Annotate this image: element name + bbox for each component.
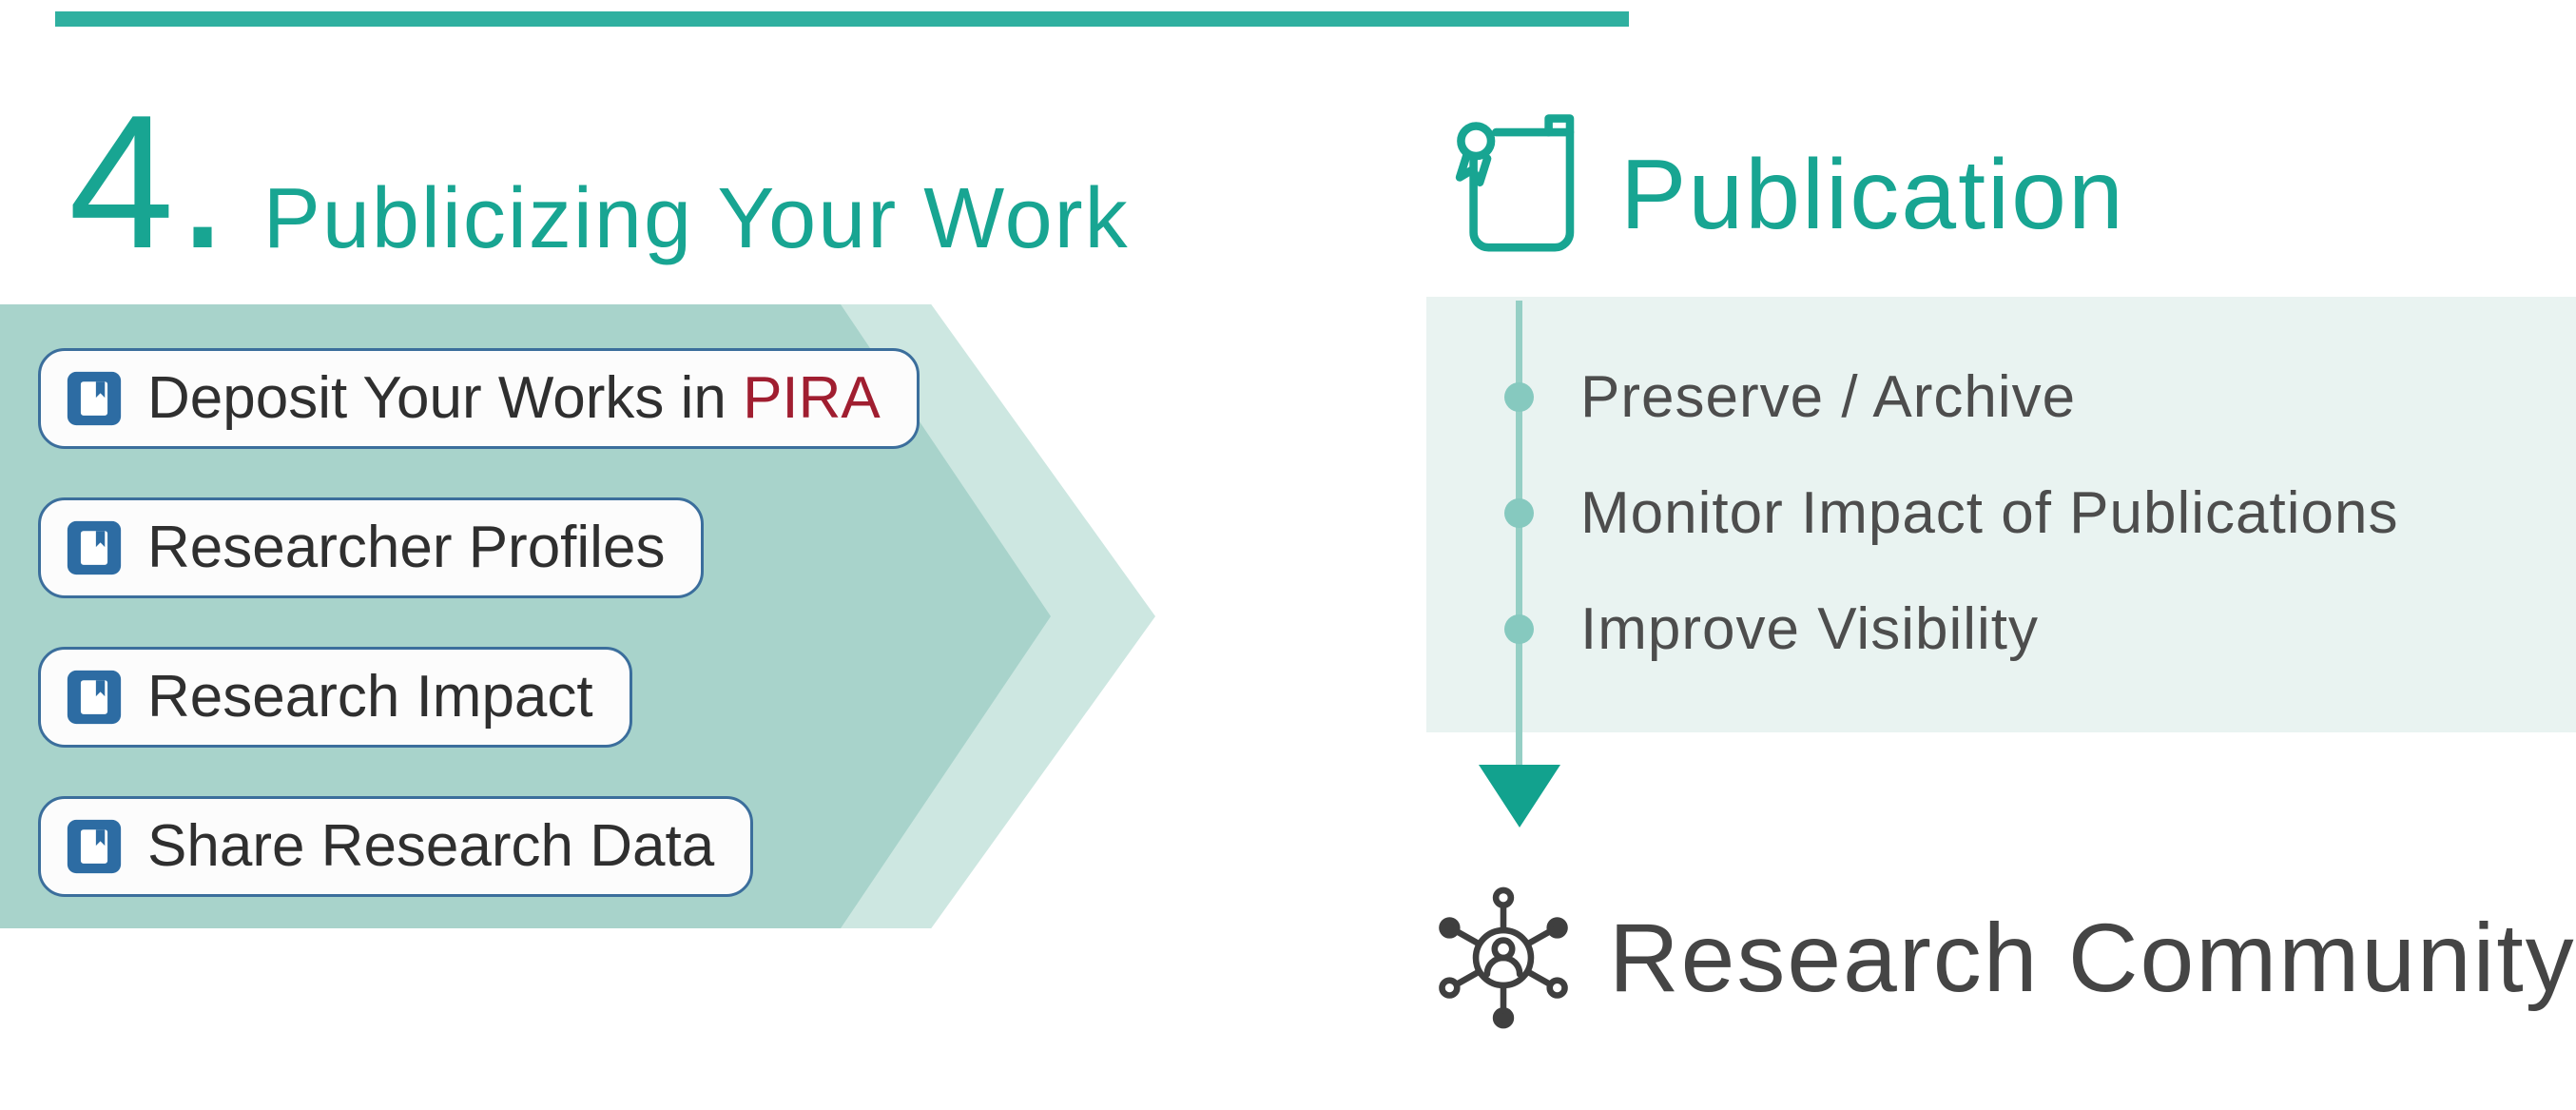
- pill-share-research-data: Share Research Data: [38, 796, 754, 898]
- section-number: 4.: [68, 76, 231, 288]
- book-icon: [66, 370, 123, 427]
- pill-label: Researcher Profiles: [147, 515, 666, 580]
- book-icon: [66, 669, 123, 726]
- down-arrow-icon: [1479, 765, 1560, 828]
- pill-label: Research Impact: [147, 664, 593, 730]
- timeline-item-preserve-archive: Preserve / Archive: [1580, 364, 2077, 430]
- book-icon: [66, 818, 123, 875]
- book-icon: [66, 519, 123, 576]
- section-header: 4. Publicizing Your Work: [68, 88, 1130, 278]
- pill-text: Deposit Your Works in: [147, 365, 744, 431]
- section-title: Publicizing Your Work: [262, 171, 1130, 266]
- timeline-line: [1516, 301, 1522, 769]
- research-community-label: Research Community: [1609, 904, 2576, 1012]
- pill-text: Share Research Data: [147, 813, 715, 879]
- publication-title: Publication: [1620, 140, 2125, 250]
- pill-label: Deposit Your Works in PIRA: [147, 365, 881, 431]
- pill-deposit-your-works: Deposit Your Works in PIRA: [38, 348, 920, 450]
- timeline-dot: [1504, 498, 1534, 528]
- pill-text: Research Impact: [147, 664, 593, 730]
- top-accent-bar: [55, 11, 1629, 27]
- timeline-item-monitor-impact: Monitor Impact of Publications: [1580, 480, 2399, 546]
- timeline-dot: [1504, 382, 1534, 412]
- pill-text: Researcher Profiles: [147, 515, 666, 580]
- certificate-scroll-icon: [1443, 107, 1594, 268]
- pill-research-impact: Research Impact: [38, 647, 632, 749]
- research-community-icon: [1428, 883, 1579, 1033]
- pill-label: Share Research Data: [147, 813, 715, 879]
- publication-panel: [1426, 297, 2576, 732]
- pill-researcher-profiles: Researcher Profiles: [38, 497, 705, 599]
- pira-highlight: PIRA: [743, 365, 881, 431]
- timeline-item-improve-visibility: Improve Visibility: [1580, 596, 2040, 662]
- timeline-dot: [1504, 614, 1534, 644]
